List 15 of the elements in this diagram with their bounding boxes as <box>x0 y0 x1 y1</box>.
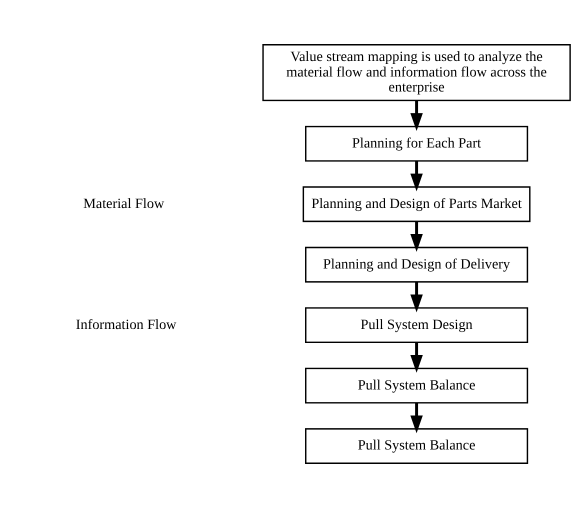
label: Material Flow <box>83 195 164 212</box>
node-box: Value stream mapping is used to analyze the material flow and information flow across the enterprise <box>262 44 571 101</box>
arrow <box>410 221 423 252</box>
arrow <box>410 100 423 130</box>
node-box: Planning for Each Part <box>305 125 528 162</box>
arrow <box>410 402 423 433</box>
arrow <box>410 282 423 312</box>
node-box: Pull System Balance <box>305 367 528 403</box>
node-box: Planning and Design of Delivery <box>305 246 528 282</box>
node-box: Planning and Design of Parts Market <box>302 186 531 222</box>
arrow <box>410 342 423 372</box>
node-box: Pull System Balance <box>305 428 528 464</box>
arrow <box>410 160 423 191</box>
node-box: Pull System Design <box>305 306 528 343</box>
label: Information Flow <box>76 316 176 332</box>
